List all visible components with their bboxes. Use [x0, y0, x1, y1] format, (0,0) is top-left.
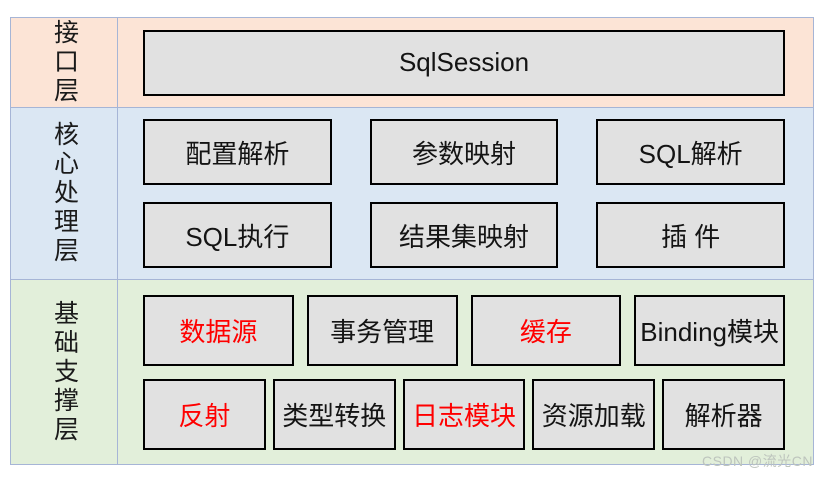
core-row-2: SQL执行 结果集映射 插 件 [143, 202, 786, 268]
layer-label-text: 核心处理层 [50, 121, 79, 266]
module-box-config-parsing: 配置解析 [143, 119, 332, 185]
layer-content-foundation-support: 数据源 事务管理 缓存 Binding模块 反射 类型转换 日志模块 资源加载 … [118, 280, 813, 464]
module-box-reflection: 反射 [143, 378, 266, 450]
layer-content-interface: SqlSession [118, 18, 813, 107]
module-box-sql-execution: SQL执行 [143, 202, 332, 268]
foundation-row-2: 反射 类型转换 日志模块 资源加载 解析器 [143, 378, 785, 450]
layer-foundation-support: 基础支撑层 数据源 事务管理 缓存 Binding模块 反射 类型转换 日志模块… [11, 279, 813, 464]
layer-label-text: 基础支撑层 [50, 299, 79, 445]
layer-label-core-processing: 核心处理层 [11, 108, 118, 279]
module-box-binding-module: Binding模块 [634, 294, 785, 366]
module-box-logging-module: 日志模块 [402, 378, 526, 450]
module-box-sql-parsing: SQL解析 [596, 119, 786, 185]
module-box-datasource: 数据源 [143, 294, 294, 366]
layer-label-foundation-support: 基础支撑层 [11, 280, 118, 464]
core-row-1: 配置解析 参数映射 SQL解析 [143, 119, 786, 185]
layer-interface: 接口层 SqlSession [11, 18, 813, 107]
module-box-transaction-management: 事务管理 [306, 294, 458, 366]
layer-label-interface: 接口层 [11, 18, 118, 107]
module-box-resource-loading: 资源加载 [532, 378, 656, 450]
csdn-watermark: CSDN @流光CN [702, 453, 813, 469]
architecture-table: 接口层 SqlSession 核心处理层 配置解析 参数映射 SQL解析 SQ [10, 17, 814, 465]
module-box-cache: 缓存 [470, 294, 622, 366]
module-box-plugin: 插 件 [596, 202, 786, 268]
layer-core-processing: 核心处理层 配置解析 参数映射 SQL解析 SQL执行 结果集映射 插 件 [11, 107, 813, 279]
module-box-resultset-mapping: 结果集映射 [369, 202, 559, 268]
module-box-sqlsession: SqlSession [143, 29, 785, 96]
module-box-parser: 解析器 [662, 378, 785, 450]
module-box-parameter-mapping: 参数映射 [369, 119, 559, 185]
layer-label-text: 接口层 [50, 19, 79, 106]
module-box-type-conversion: 类型转换 [272, 378, 396, 450]
foundation-row-1: 数据源 事务管理 缓存 Binding模块 [143, 294, 785, 366]
layer-content-core-processing: 配置解析 参数映射 SQL解析 SQL执行 结果集映射 插 件 [118, 108, 813, 279]
